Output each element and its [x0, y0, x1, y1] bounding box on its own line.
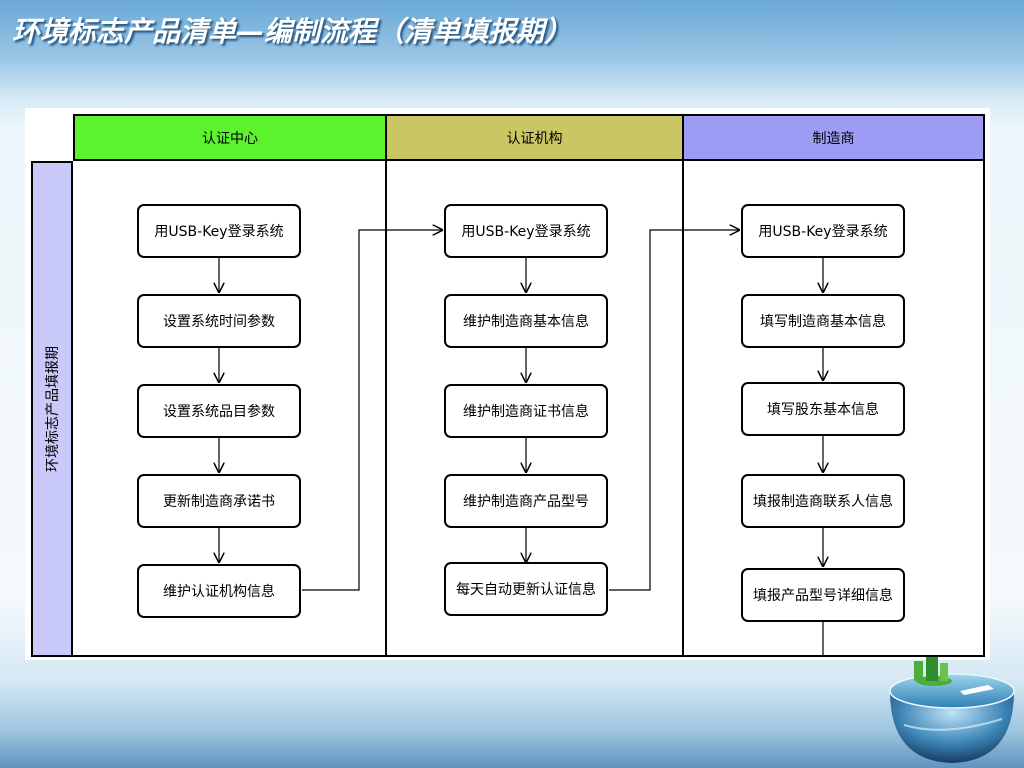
- step-label: 维护制造商基本信息: [463, 314, 589, 330]
- lane-header-label: 认证机构: [506, 130, 563, 147]
- step-l2-maker-model: 维护制造商产品型号: [444, 474, 608, 528]
- step-label: 设置系统品目参数: [163, 404, 275, 420]
- step-l3-shareholder: 填写股东基本信息: [741, 382, 905, 436]
- step-l2-auto-update: 每天自动更新认证信息: [444, 562, 608, 616]
- step-l2-maker-basic: 维护制造商基本信息: [444, 294, 608, 348]
- lane-header-label: 认证中心: [202, 130, 258, 147]
- slide-title: 环境标志产品清单—编制流程（清单填报期）: [12, 15, 573, 48]
- step-l2-login: 用USB-Key登录系统: [444, 204, 608, 258]
- step-label: 维护认证机构信息: [163, 584, 275, 600]
- step-label: 填报制造商联系人信息: [753, 494, 893, 510]
- step-label: 每天自动更新认证信息: [456, 582, 596, 598]
- step-l1-time-params: 设置系统时间参数: [137, 294, 301, 348]
- step-l1-commitment: 更新制造商承诺书: [137, 474, 301, 528]
- step-label: 用USB-Key登录系统: [758, 224, 888, 240]
- lane-header-certification-center: 认证中心: [73, 114, 387, 161]
- step-l3-contact: 填报制造商联系人信息: [741, 474, 905, 528]
- step-l1-category-params: 设置系统品目参数: [137, 384, 301, 438]
- step-label: 填写制造商基本信息: [760, 314, 886, 330]
- step-label: 更新制造商承诺书: [163, 494, 275, 510]
- step-l1-agency-info: 维护认证机构信息: [137, 564, 301, 618]
- step-l3-maker-basic: 填写制造商基本信息: [741, 294, 905, 348]
- step-l2-maker-cert: 维护制造商证书信息: [444, 384, 608, 438]
- step-label: 维护制造商证书信息: [463, 404, 589, 420]
- step-label: 用USB-Key登录系统: [461, 224, 591, 240]
- step-l3-login: 用USB-Key登录系统: [741, 204, 905, 258]
- lane-header-label: 制造商: [812, 130, 855, 147]
- step-label: 用USB-Key登录系统: [154, 224, 284, 240]
- lane-header-manufacturer: 制造商: [682, 114, 985, 161]
- step-label: 填写股东基本信息: [767, 402, 879, 418]
- phase-side-label: 环境标志产品填报期: [31, 161, 73, 657]
- step-l3-model-detail: 填报产品型号详细信息: [741, 568, 905, 622]
- phase-side-label-text: 环境标志产品填报期: [45, 346, 61, 472]
- step-label: 维护制造商产品型号: [463, 494, 589, 510]
- globe-island-decoration: [889, 657, 1015, 763]
- step-label: 设置系统时间参数: [163, 314, 275, 330]
- swimlane-flowchart: 认证中心 认证机构 制造商 环境标志产品填报期: [25, 108, 990, 660]
- lane-header-certification-agency: 认证机构: [385, 114, 684, 161]
- step-label: 填报产品型号详细信息: [753, 588, 893, 604]
- step-l1-login: 用USB-Key登录系统: [137, 204, 301, 258]
